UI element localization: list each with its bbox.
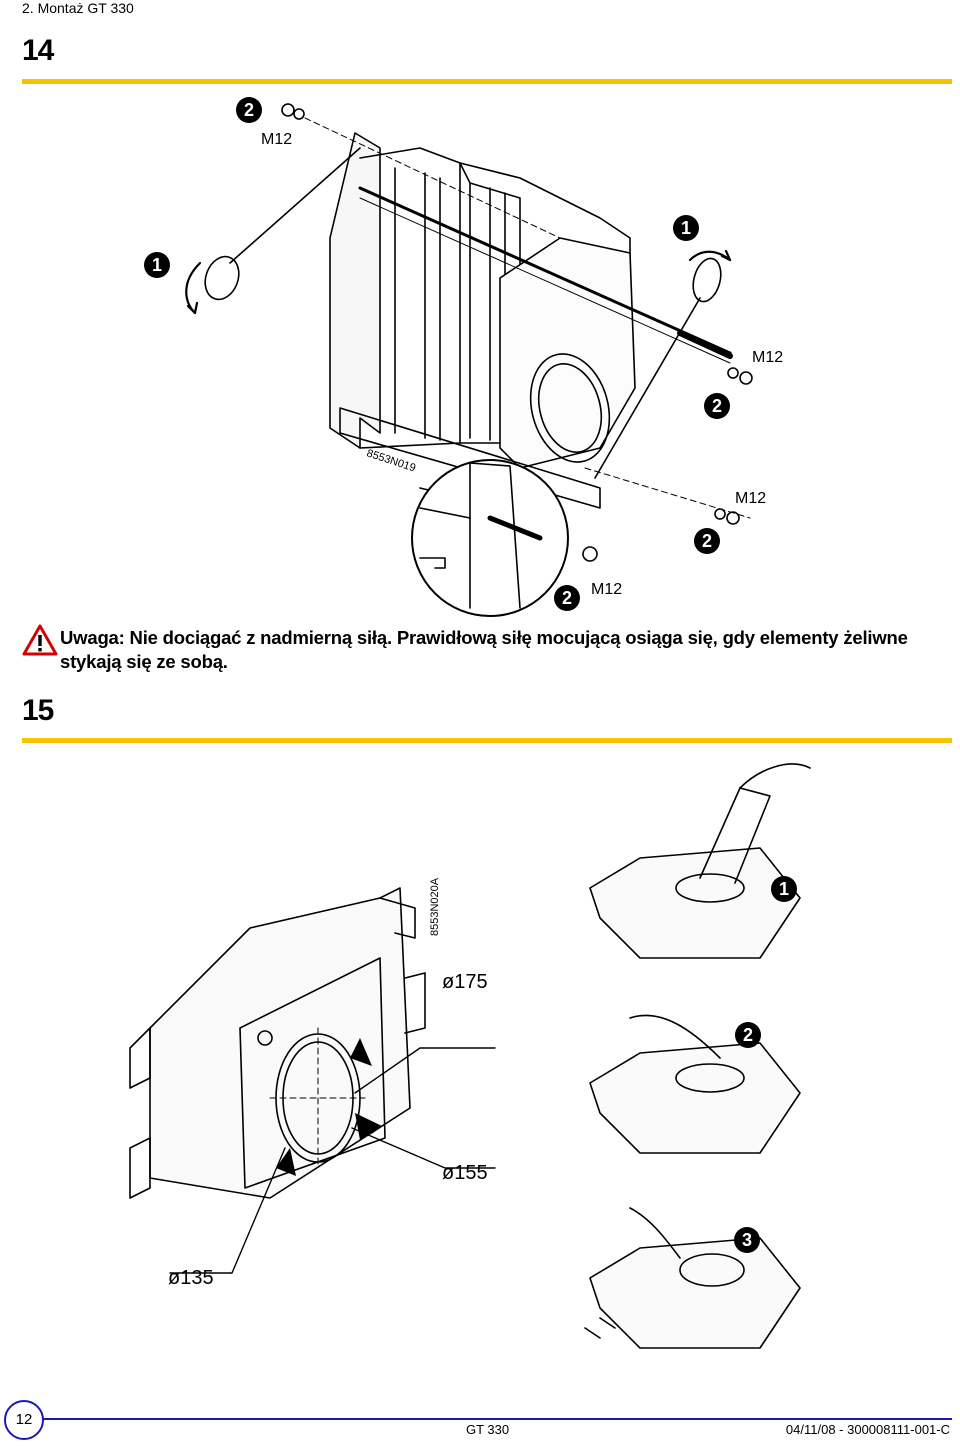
callout-2-bottom: 2 (562, 588, 572, 608)
diameter-175-label: ø175 (442, 971, 488, 993)
callout-1-step15: 1 (779, 879, 789, 899)
page-number-badge: 12 (4, 1400, 44, 1440)
footer-model: GT 330 (466, 1422, 510, 1437)
warning-text: Uwaga: Nie dociągać z nadmierną siłą. Pr… (60, 627, 908, 672)
figure-code: 8553N019 (365, 447, 417, 474)
callout-2-right: 2 (712, 396, 722, 416)
callout-2-step15: 2 (743, 1025, 753, 1045)
bolt-size-label: M12 (261, 131, 292, 148)
callout-2-lower-right: 2 (702, 531, 712, 551)
diameter-155-label: ø155 (442, 1162, 488, 1184)
callout-1-left: 1 (152, 255, 162, 275)
diameter-135-label: ø135 (168, 1267, 214, 1289)
warning-triangle-icon (22, 624, 58, 656)
callout-3-step15: 3 (742, 1230, 752, 1250)
bolt-size-label: M12 (752, 349, 783, 366)
burner-door-illustration: ø175 ø155 ø135 8553N020A 1 2 3 (129, 763, 811, 1349)
figure-code: 8553N020A (429, 877, 441, 936)
footer-reference: 04/11/08 - 300008111-001-C (785, 1422, 950, 1437)
step-number-14: 14 (22, 34, 54, 67)
step-14-divider (22, 79, 952, 84)
bolt-size-label: M12 (591, 581, 622, 598)
footer-rule (36, 1418, 952, 1420)
boiler-assembly-illustration: 2 1 1 2 2 2 M12 M12 M12 M12 8553N019 (144, 97, 783, 617)
step-15-divider (22, 738, 952, 743)
callout-1-right: 1 (681, 218, 691, 238)
bolt-size-label: M12 (735, 490, 766, 507)
section-title: 2. Montaż GT 330 (22, 0, 134, 16)
callout-2-top: 2 (244, 100, 254, 120)
step-number-15: 15 (22, 694, 54, 727)
